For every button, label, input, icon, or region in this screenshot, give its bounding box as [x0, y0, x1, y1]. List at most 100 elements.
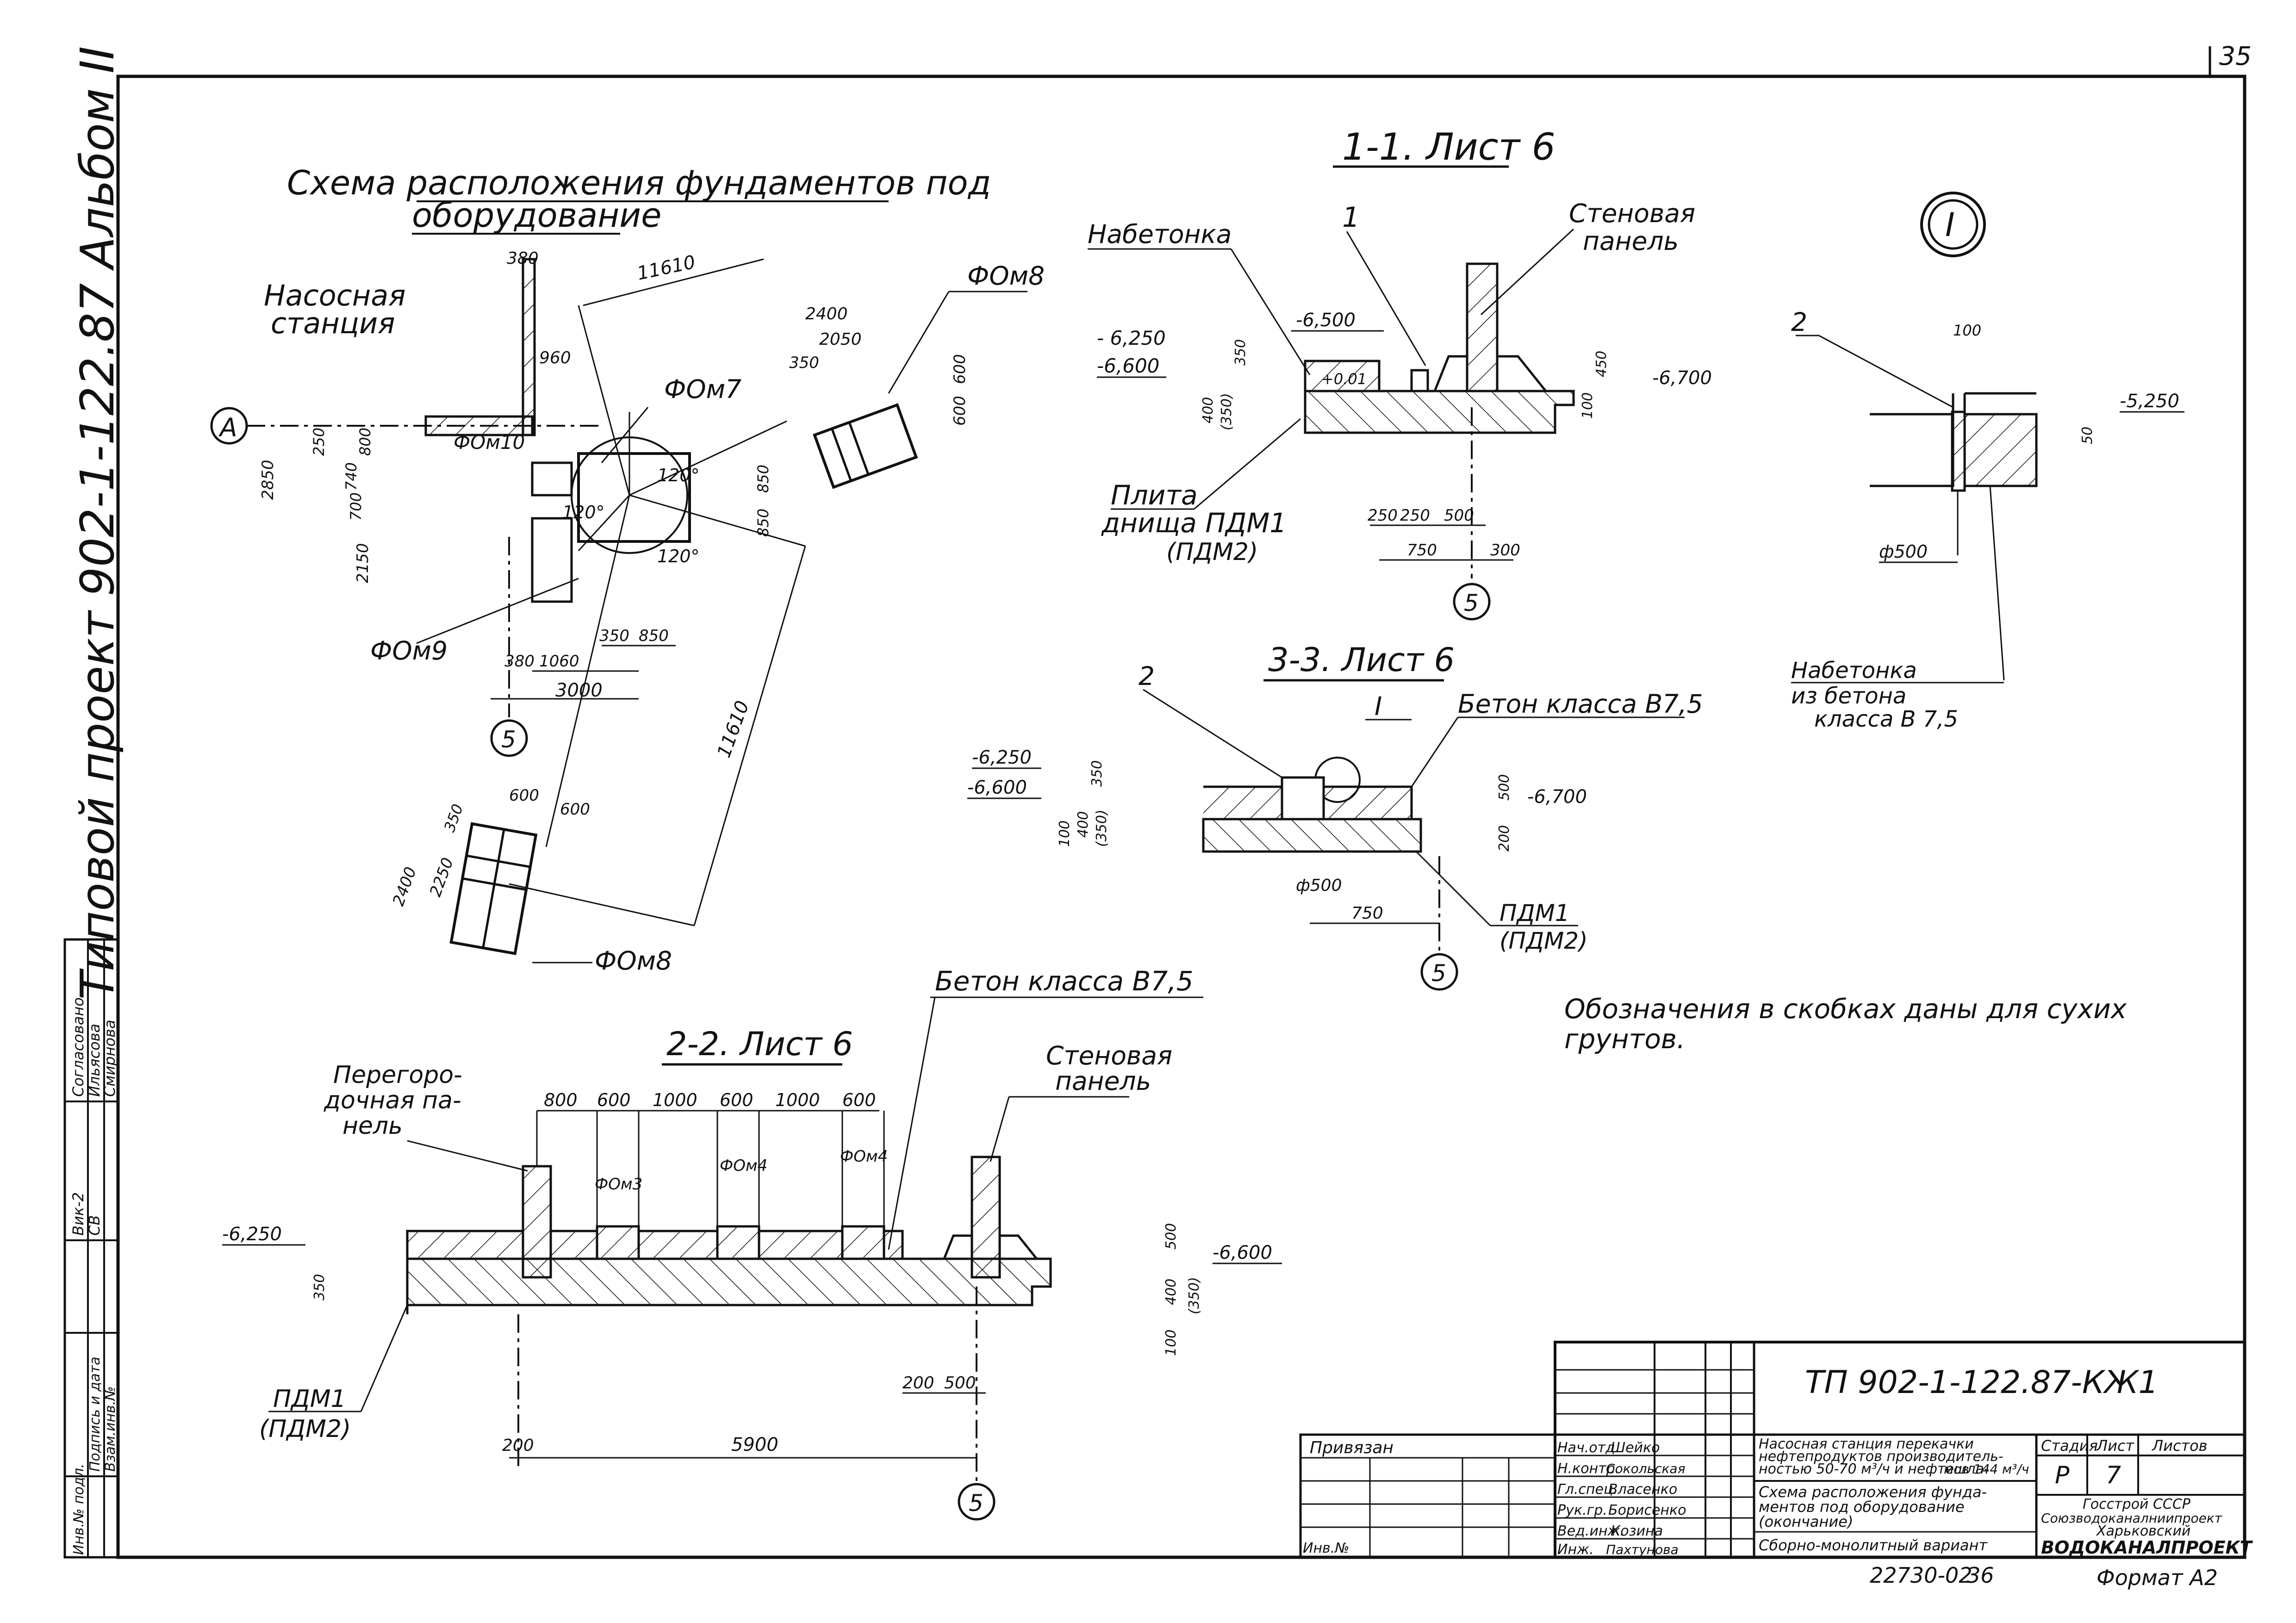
section-1-1-title: 1-1. Лист 6: [1342, 125, 1556, 168]
detail-dim-50: 50: [2079, 427, 2096, 444]
s33-concrete: Бетон класса В7,5: [1458, 689, 1703, 719]
section-2-2: 2-2. Лист 6 Бетон класса В7,5 Перегоро- …: [222, 965, 1282, 1521]
tb-sheet-desc-1: Схема расположения фунда-: [1759, 1483, 1987, 1501]
s22-partition-3: нель: [342, 1112, 403, 1140]
note-line-1: Обозначения в скобках даны для сухих: [1564, 993, 2127, 1025]
dim-2400-top: 2400: [805, 305, 848, 323]
s11-wall-panel: Стеновая: [1569, 199, 1695, 228]
angle-1: 120°: [657, 465, 700, 485]
tb-name-5: Козина: [1611, 1523, 1663, 1539]
s11-nabetonka: Набетонка: [1088, 219, 1232, 249]
dim-850-c: 850: [639, 627, 669, 645]
foundation-fom10: [531, 461, 573, 497]
s22-dim-500-b: 500: [944, 1374, 976, 1393]
s11-level-6600: -6,600: [1097, 354, 1159, 377]
s33-dim-400: 400: [1075, 811, 1091, 838]
s22-top-dim-6: 600: [842, 1090, 876, 1110]
section-3-3: 3-3. Лист 6 2 I Бетон класса В7,5 -6,250…: [967, 641, 1703, 991]
tb-org-3: Харьковский: [2096, 1523, 2190, 1539]
s22-wall-panel-2: панель: [1055, 1066, 1151, 1096]
s11-callout-1: 1: [1342, 201, 1360, 234]
s11-dim-500: 500: [1444, 506, 1474, 525]
s22-fill-left: [406, 1230, 524, 1260]
tb-role-6: Инж.: [1557, 1542, 1594, 1558]
tb-project-code: ТП 902-1-122.87-КЖ1: [1805, 1364, 2159, 1401]
note-line-2: грунтов.: [1564, 1023, 1685, 1055]
tb-desc-2: нефтепродуктов производитель-: [1759, 1449, 2004, 1465]
s33-detail-i: I: [1375, 691, 1382, 721]
plan-axis-5: 5: [501, 726, 516, 753]
detail-i: I 2 100 -5,250 50 ф500 Набетонка из бето…: [1791, 192, 2184, 732]
plan-title: Схема расположения фундаментов под: [287, 163, 991, 202]
s22-slab-1: ПДМ1: [273, 1385, 346, 1413]
s22-top-dim-1: 800: [544, 1090, 578, 1110]
fom7-label: ФОм7: [664, 374, 741, 404]
s22-partition-1: Перегоро-: [333, 1061, 462, 1089]
tb-sheet-desc-2: ментов под оборудование: [1759, 1498, 1965, 1516]
tb-name-3: Власенко: [1608, 1481, 1677, 1498]
dim-380: 380: [507, 249, 539, 268]
angle-3: 120°: [657, 546, 700, 566]
pump-station-label: Насосная: [264, 279, 406, 312]
tb-desc-4: мов 144 м³/ч: [1944, 1461, 2029, 1477]
s11-slab-3: (ПДМ2): [1166, 538, 1258, 566]
foundation-fom8-lower: [449, 822, 538, 955]
tb-h-stage: Стадия: [2041, 1437, 2098, 1455]
s33-slab: [1202, 818, 1422, 853]
s22-concrete: Бетон класса В7,5: [935, 965, 1194, 997]
s33-axis-5-marker: [1420, 953, 1458, 991]
s11-wall-panel-2: панель: [1583, 226, 1679, 256]
s11-level-6250: - 6,250: [1097, 327, 1166, 349]
s22-level-6250: -6,250: [222, 1224, 282, 1245]
tb-name-4: Борисенко: [1608, 1502, 1686, 1518]
stamp-approved: Согласовано: [69, 997, 87, 1097]
s33-level-6700: -6,700: [1527, 786, 1587, 808]
tb-name-2: Сокольская: [1606, 1461, 1685, 1476]
s22-axis-5-marker: [958, 1483, 996, 1521]
s33-slab-2: (ПДМ2): [1500, 927, 1588, 954]
dim-2250: 2250: [426, 855, 457, 899]
tb-bottom-page: 36: [1967, 1563, 1994, 1588]
s33-slab-1: ПДМ1: [1500, 900, 1570, 927]
tb-desc-3: ностью 50-70 м³/ч и нефтешла-: [1759, 1461, 1989, 1477]
dim-600-a: 600: [951, 354, 969, 384]
s11-dim-750: 750: [1407, 541, 1437, 560]
s22-fom4-b: ФОм4: [840, 1147, 888, 1166]
foundation-layout-plan: Схема расположения фундаментов под обору…: [210, 163, 1045, 976]
fom8-lower-label: ФОм8: [595, 946, 672, 976]
dim-600-b: 600: [951, 396, 969, 426]
tb-h-sheets: Листов: [2152, 1437, 2208, 1455]
s22-top-dim-2: 600: [597, 1090, 631, 1110]
tb-sheet: 7: [2106, 1461, 2121, 1489]
tb-role-3: Гл.спец.: [1557, 1481, 1618, 1498]
s33-dim-500: 500: [1496, 774, 1512, 801]
s22-top-dim-5: 1000: [775, 1090, 820, 1110]
dim-960: 960: [539, 348, 571, 367]
tb-name-1: Шейко: [1611, 1440, 1660, 1456]
sheet-number: 35: [2219, 41, 2252, 71]
dim-2850: 2850: [259, 460, 277, 500]
stamp-inv-original: Инв.№ подл.: [71, 1464, 87, 1555]
s11-dim-450: 450: [1593, 351, 1610, 377]
detail-dia-500: ф500: [1879, 541, 1928, 562]
angle-2: 120°: [562, 502, 605, 522]
dim-350-top: 350: [789, 354, 819, 372]
s11-dim-250-b: 250: [1400, 506, 1430, 525]
dim-850-a: 850: [754, 465, 772, 493]
s33-dim-350p: (350): [1094, 809, 1110, 847]
s22-dim-5900: 5900: [731, 1434, 778, 1455]
s22-slab: [406, 1257, 1052, 1306]
title-block: ТП 902-1-122.87-КЖ1 Привязан Инв.№ Нач.о…: [1299, 1341, 2253, 1590]
tb-role-2: Н.контр.: [1557, 1461, 1619, 1477]
tb-h-sheet: Лист: [2096, 1437, 2134, 1455]
stamp-name-2: Смирнова: [101, 1020, 118, 1097]
s22-dim-500: 500: [1163, 1223, 1179, 1250]
tb-role-1: Нач.отд.: [1557, 1440, 1619, 1456]
dim-2150: 2150: [354, 543, 372, 583]
s33-axis-5: 5: [1431, 960, 1446, 987]
dim-700: 700: [347, 492, 365, 521]
s33-dim-350: 350: [1089, 760, 1105, 787]
s22-dim-350: 350: [311, 1274, 328, 1300]
s22-dim-400: 400: [1163, 1279, 1179, 1305]
